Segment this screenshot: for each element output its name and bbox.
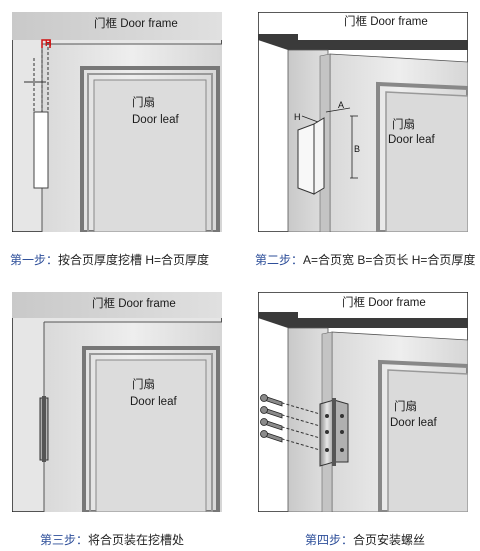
dim-a-label: A xyxy=(338,100,345,110)
door-frame-diagram xyxy=(12,12,222,232)
panel-step-2: 门框 Door frame A B H 门扇 Door leaf xyxy=(258,12,468,232)
leaf-label-en: Door leaf xyxy=(130,396,177,408)
door-frame-diagram xyxy=(12,292,222,512)
door-frame-3d-diagram xyxy=(258,292,468,512)
panel-step-4: 门框 Door frame 门扇 Door leaf xyxy=(258,292,468,512)
leaf-label-en: Door leaf xyxy=(388,134,435,146)
caption-step-2: 第二步：A=合页宽 B=合页长 H=合页厚度 xyxy=(255,253,476,267)
dim-b-label: B xyxy=(354,144,361,154)
caption-step-1: 第一步：按合页厚度挖槽 H=合页厚度 xyxy=(10,253,210,267)
leaf-label-cn: 门扇 xyxy=(394,401,417,413)
frame-label: 门框 Door frame xyxy=(342,297,426,309)
leaf-label-en: Door leaf xyxy=(132,114,179,126)
leaf-label-cn: 门扇 xyxy=(132,379,155,391)
frame-label: 门框 Door frame xyxy=(94,18,178,30)
frame-label: 门框 Door frame xyxy=(344,16,428,28)
leaf-label-en: Door leaf xyxy=(390,417,437,429)
dim-h-label: H xyxy=(294,112,301,122)
frame-label: 门框 Door frame xyxy=(92,298,176,310)
caption-step-3: 第三步：将合页装在挖槽处 xyxy=(40,533,185,547)
panel-step-3: 门框 Door frame 门扇 Door leaf xyxy=(12,292,222,512)
door-frame-3d-diagram xyxy=(258,12,468,232)
leaf-label-cn: 门扇 xyxy=(132,97,155,109)
dim-h-label: H xyxy=(45,38,52,48)
caption-step-4: 第四步：合页安装螺丝 xyxy=(305,533,426,547)
panel-step-1: 门框 Door frame H 门扇 Door leaf xyxy=(12,12,222,232)
leaf-label-cn: 门扇 xyxy=(392,119,415,131)
